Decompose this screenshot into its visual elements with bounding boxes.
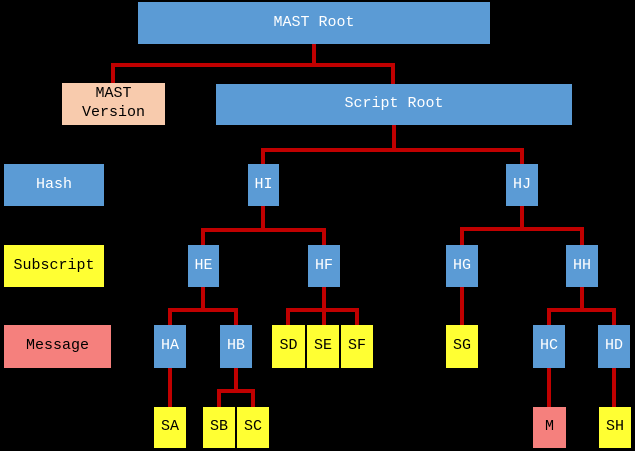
node-hh: HH <box>566 245 598 287</box>
node-m: M <box>533 407 566 448</box>
node-sa: SA <box>154 407 186 448</box>
connector-line <box>580 287 584 308</box>
connector-line <box>261 148 265 164</box>
connector-line <box>322 228 326 245</box>
connector-line <box>168 308 172 325</box>
connector-line <box>460 227 584 231</box>
node-hj: HJ <box>506 164 538 206</box>
legend-message: Message <box>4 325 111 368</box>
connector-line <box>201 287 205 312</box>
connector-line <box>251 389 255 407</box>
connector-line <box>217 389 221 407</box>
connector-line <box>460 227 464 245</box>
connector-line <box>392 125 396 151</box>
node-hf: HF <box>308 245 340 287</box>
connector-line <box>261 206 265 231</box>
connector-line <box>322 287 326 308</box>
connector-line <box>580 227 584 245</box>
node-sb: SB <box>203 407 235 448</box>
connector-line <box>168 308 238 312</box>
connector-line <box>355 308 359 325</box>
node-he: HE <box>188 245 219 287</box>
node-hg: HG <box>446 245 478 287</box>
node-sf: SF <box>341 325 373 368</box>
connector-line <box>612 368 616 407</box>
connector-line <box>460 287 464 325</box>
connector-line <box>547 308 551 325</box>
node-se: SE <box>307 325 339 368</box>
connector-line <box>612 308 616 325</box>
connector-line <box>322 308 326 325</box>
connector-line <box>261 148 524 152</box>
connector-line <box>111 63 115 83</box>
connector-line <box>520 206 524 231</box>
node-mast-version: MAST Version <box>62 83 165 125</box>
connector-line <box>286 308 290 325</box>
node-script-root: Script Root <box>216 84 572 125</box>
connector-line <box>234 308 238 325</box>
node-hb: HB <box>220 325 252 368</box>
node-sh: SH <box>599 407 631 448</box>
connector-line <box>111 63 395 67</box>
connector-line <box>234 368 238 389</box>
connector-line <box>312 44 316 66</box>
connector-line <box>201 228 205 245</box>
legend-hash: Hash <box>4 164 104 206</box>
connector-line <box>201 228 326 232</box>
connector-line <box>168 368 172 407</box>
legend-subscript: Subscript <box>4 245 104 287</box>
connector-line <box>391 63 395 84</box>
node-sg: SG <box>446 325 478 368</box>
node-sd: SD <box>272 325 305 368</box>
node-hc: HC <box>533 325 565 368</box>
connector-line <box>217 389 255 393</box>
connector-line <box>547 368 551 407</box>
node-hi: HI <box>248 164 279 206</box>
node-sc: SC <box>237 407 269 448</box>
connector-line <box>547 308 616 312</box>
node-ha: HA <box>154 325 186 368</box>
node-mast-root: MAST Root <box>138 2 490 44</box>
connector-line <box>520 148 524 164</box>
node-hd: HD <box>598 325 630 368</box>
